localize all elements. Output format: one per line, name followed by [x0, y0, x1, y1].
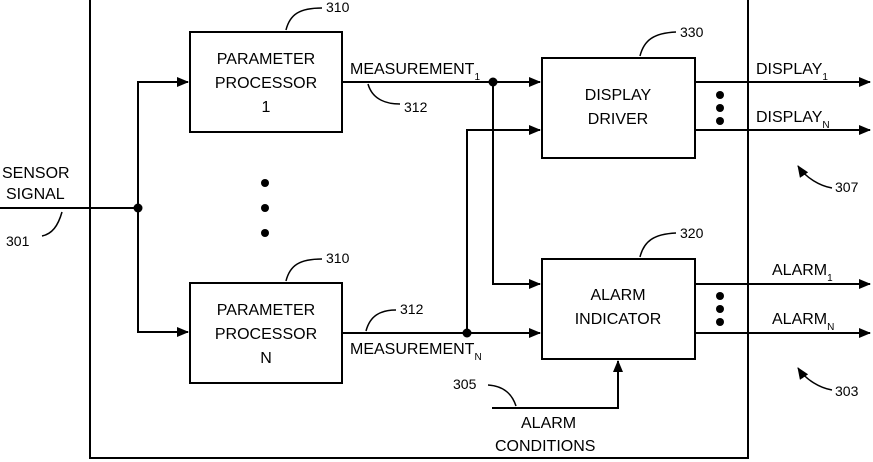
ppn-line1: PARAMETER: [217, 302, 315, 319]
processor-ellipsis-dot-1: [261, 179, 269, 187]
sensor-signal-line1: SENSOR: [2, 165, 70, 182]
sensor-to-ppn-wire: [138, 208, 188, 332]
processor-ellipsis-dot-2: [261, 204, 269, 212]
pp1-ref-leader: [286, 8, 322, 30]
alarm-indicator-line2: INDICATOR: [575, 311, 662, 328]
alarm-outputs-ref-leader: [798, 368, 832, 390]
measurement-n-label: MEASUREMENTN: [350, 341, 482, 363]
alarm-n-label: ALARMN: [772, 311, 834, 333]
pp1-line3: 1: [262, 99, 271, 116]
alarm-ellipsis-dot-3: [716, 318, 724, 326]
alarm-ellipsis-dot-2: [716, 305, 724, 313]
alarm-conditions-ref: 305: [453, 376, 477, 392]
alarm-indicator-line1: ALARM: [590, 287, 645, 304]
display-ellipsis-dot-3: [716, 117, 724, 125]
measurement-1-ref-leader: [368, 84, 400, 104]
display-driver-block: [542, 58, 695, 158]
alarm-indicator-ref: 320: [680, 225, 704, 241]
alarm-conditions-line2: CONDITIONS: [495, 438, 595, 455]
sensor-signal-ref: 301: [6, 233, 30, 249]
alarm-ellipsis-dot-1: [716, 292, 724, 300]
display-ellipsis-dot-1: [716, 91, 724, 99]
display-driver-line1: DISPLAY: [585, 87, 652, 104]
display-driver-ref-leader: [640, 32, 676, 56]
display-driver-ref: 330: [680, 24, 704, 40]
measurement-n-ref-leader: [366, 310, 396, 331]
pp1-line2: PROCESSOR: [215, 75, 317, 92]
alarm-conditions-ref-leader: [488, 385, 516, 406]
pp1-ref: 310: [326, 0, 350, 15]
sensor-signal-line2: SIGNAL: [6, 186, 65, 203]
measurement-n-ref: 312: [400, 301, 424, 317]
alarm-indicator-ref-leader: [640, 233, 676, 257]
display-ellipsis-dot-2: [716, 104, 724, 112]
pp1-line1: PARAMETER: [217, 51, 315, 68]
alarm-1-label: ALARM1: [772, 262, 833, 284]
ppn-ref-leader: [286, 259, 322, 281]
processor-ellipsis-dot-3: [261, 229, 269, 237]
measurement-1-ref: 312: [404, 99, 428, 115]
alarm-indicator-block: [542, 259, 695, 359]
alarm-conditions-wire: [492, 361, 618, 408]
alarm-conditions-line1: ALARM: [521, 415, 576, 432]
alarm-outputs-ref: 303: [835, 383, 859, 399]
display-driver-line2: DRIVER: [588, 111, 648, 128]
sensor-to-pp1-wire: [138, 82, 188, 208]
display-1-label: DISPLAY1: [756, 61, 828, 83]
display-n-label: DISPLAYN: [756, 109, 830, 131]
measurement-1-label: MEASUREMENT1: [350, 61, 480, 83]
measurement-1-to-alarm-wire: [493, 82, 540, 284]
sensor-signal-ref-leader: [42, 212, 62, 236]
display-outputs-ref-leader: [798, 166, 832, 188]
display-outputs-ref: 307: [835, 179, 859, 195]
ppn-line2: PROCESSOR: [215, 326, 317, 343]
ppn-line3: N: [260, 350, 272, 367]
ppn-ref: 310: [326, 250, 350, 266]
measurement-n-to-display-wire: [467, 130, 540, 333]
